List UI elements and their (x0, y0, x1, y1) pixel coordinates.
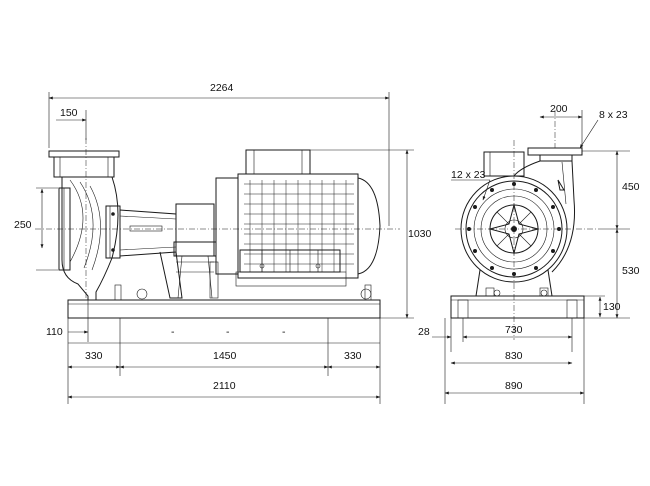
motor (215, 149, 381, 287)
dim-bolt-right: 330 (344, 350, 362, 362)
pump-casing (48, 150, 121, 300)
center-mark-3: - (282, 326, 286, 338)
dim-discharge-height: 450 (622, 181, 640, 193)
baseplate (67, 284, 381, 319)
dim-overall-length: 2264 (210, 82, 234, 94)
dim-overall-height: 1030 (408, 228, 432, 240)
dim-discharge-holes: 8 x 23 (599, 109, 628, 121)
bearing-bracket (119, 209, 183, 299)
dim-discharge-offset: 200 (550, 103, 568, 115)
dim-baseplate-edge: 110 (46, 326, 63, 338)
dim-shaft-height: 530 (622, 265, 640, 277)
center-mark-2: - (226, 326, 230, 338)
end-baseplate (450, 287, 585, 319)
side-view-dimensions: 2264 150 250 1030 110 (14, 82, 432, 404)
dim-foot-hole: 28 (418, 326, 430, 338)
coupling-guard (173, 203, 219, 299)
dim-bolt-center: 1450 (213, 350, 237, 362)
center-mark-1: - (171, 326, 175, 338)
dim-foot-inner: 730 (505, 324, 523, 336)
side-view: 2264 150 250 1030 110 (14, 82, 432, 404)
dim-suction-height: 250 (14, 219, 32, 231)
dim-foot-outer: 830 (505, 350, 523, 362)
dim-suction-offset: 150 (60, 107, 78, 119)
dim-bolt-left: 330 (85, 350, 103, 362)
end-view-dimensions: 200 8 x 23 12 x 23 450 530 130 (418, 103, 640, 404)
dim-baseplate-height: 130 (603, 301, 621, 313)
dim-suction-holes: 12 x 23 (451, 169, 486, 181)
dim-base-width: 890 (505, 380, 523, 392)
dim-baseplate-length: 2110 (213, 380, 236, 392)
end-view: 200 8 x 23 12 x 23 450 530 130 (418, 103, 640, 404)
volute-casing (483, 147, 583, 273)
